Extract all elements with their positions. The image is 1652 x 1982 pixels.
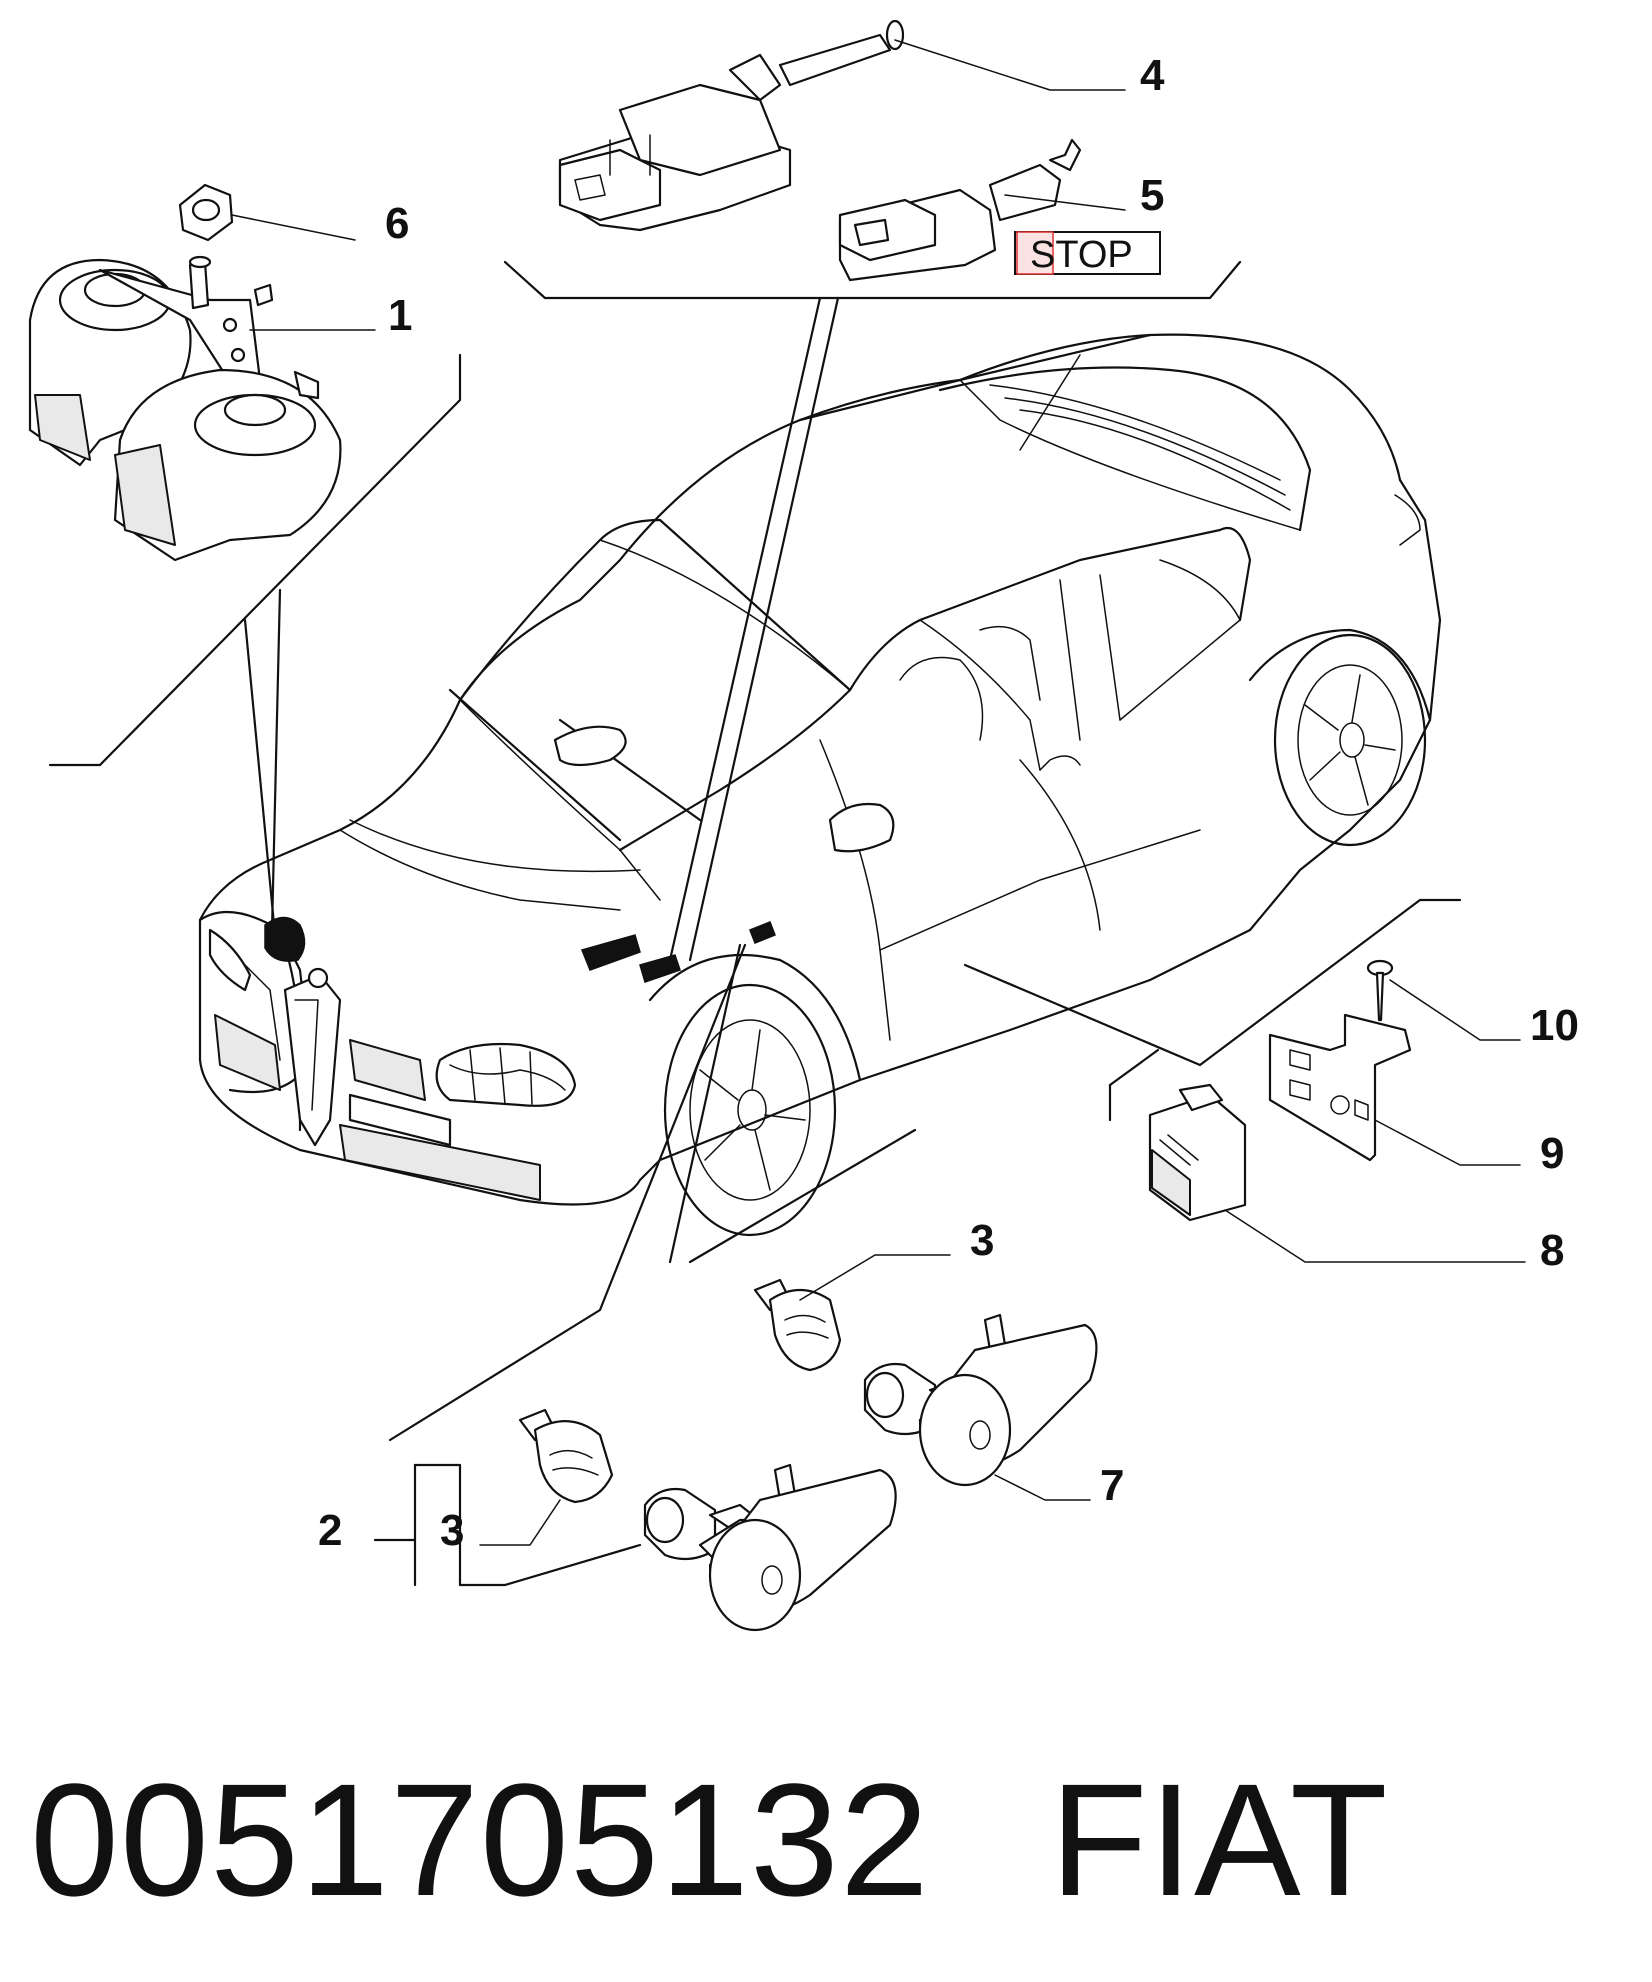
stop-switch-location-marker-2 (639, 954, 681, 983)
part-6-nut (178, 183, 356, 242)
part-5-stop-switch (838, 138, 1126, 282)
callout-3-upper: 3 (970, 1216, 994, 1265)
part-2-side-repeater (643, 1463, 897, 1632)
callout-1: 1 (388, 291, 412, 340)
part-8-relay (1148, 1083, 1526, 1263)
leader-lines (48, 260, 1462, 1587)
callout-10: 10 (1530, 1001, 1579, 1050)
part-3-bulb-lower (479, 1408, 614, 1546)
callout-5: 5 (1140, 171, 1164, 220)
stop-label: STOP (1030, 234, 1133, 276)
part-7-side-repeater (863, 1313, 1098, 1501)
brand-name: FIAT (1049, 1750, 1389, 1929)
part-number: 0051705132 (30, 1750, 930, 1929)
part-4-brake-switch (558, 19, 1126, 232)
callout-3-lower: 3 (440, 1506, 464, 1555)
callout-6: 6 (385, 199, 409, 248)
callout-2: 2 (318, 1506, 342, 1555)
callout-8: 8 (1540, 1226, 1564, 1275)
callout-7: 7 (1100, 1461, 1124, 1510)
stop-switch-location-marker (580, 934, 641, 971)
side-repeater-location-marker (749, 921, 776, 944)
part-10-screw (1366, 959, 1521, 1041)
callout-9: 9 (1540, 1129, 1564, 1178)
callout-numbers: 1 6 4 5 10 9 8 3 7 2 3 (318, 51, 1579, 1555)
part-3-bulb-upper (753, 1254, 951, 1372)
callout-4: 4 (1140, 51, 1165, 100)
part-1-horns (28, 255, 376, 562)
horn-location-marker (264, 916, 306, 962)
stop-label-box: STOP (1014, 231, 1161, 276)
car-illustration (198, 333, 1442, 1237)
part-9-bracket (1268, 1013, 1521, 1166)
